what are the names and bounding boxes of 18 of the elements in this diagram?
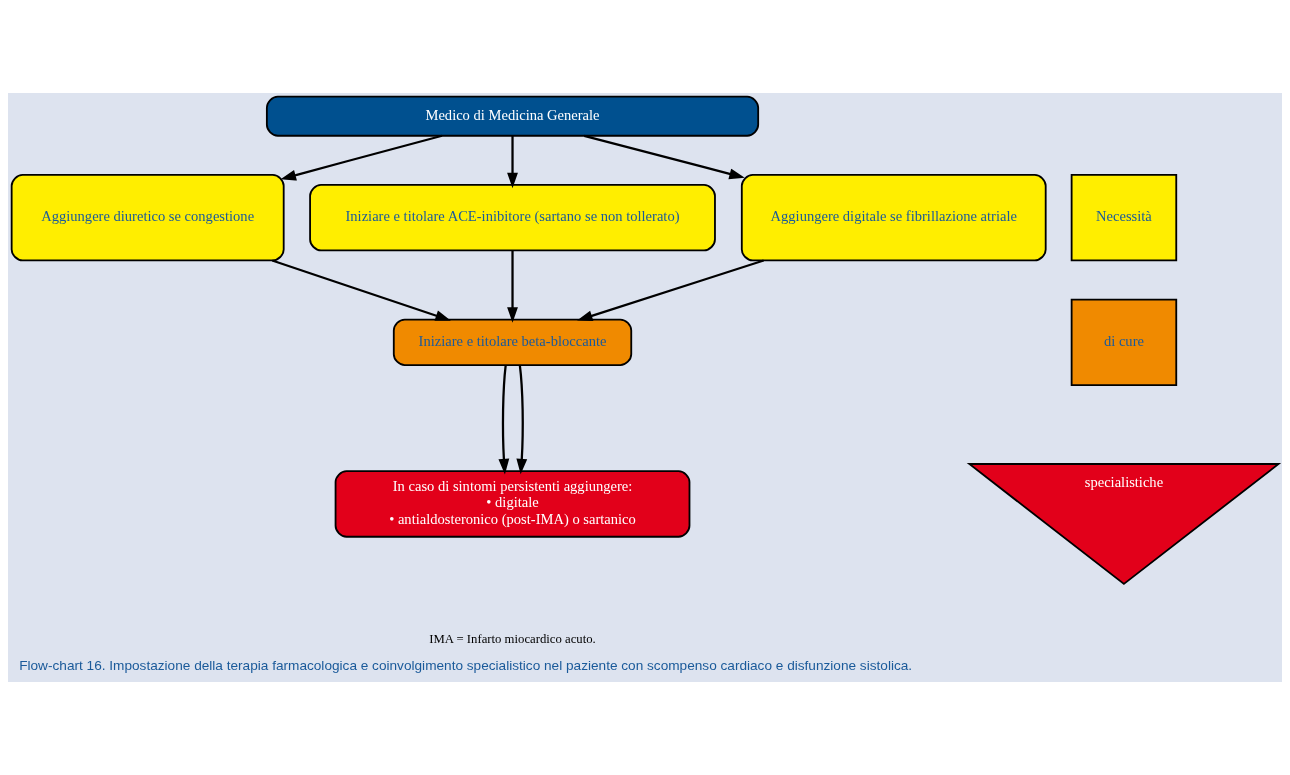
node-box: Medico di Medicina Generale	[265, 95, 760, 137]
arrow	[516, 364, 528, 475]
label: IMA = Infarto miocardico acuto.	[429, 631, 596, 646]
arrow	[498, 364, 510, 475]
node-box: Iniziare e titolare ACE-inibitore (sartano se non tollerato)	[309, 184, 716, 252]
caption: Flow-chart 16. Impostazione della terapia farmacologica e coinvolgimento specialistico nel paziente con scompenso cardiaco e disfunzione sistolica.	[19, 658, 913, 674]
node-box: Aggiungere digitale se fibrillazione atriale	[740, 174, 1047, 262]
node-box: Iniziare e titolare beta-bloccante	[392, 318, 633, 366]
arrow	[507, 135, 518, 189]
node-box: Necessità	[1070, 174, 1178, 262]
node-box: di cure	[1070, 298, 1178, 386]
arrow	[577, 259, 764, 321]
node-box: In caso di sintomi persistenti aggiungere: • digitale • antialdosteronico (post-IMA) o sartanico	[334, 470, 691, 538]
arrow	[507, 250, 518, 323]
node-box: Aggiungere diuretico se congestione	[10, 174, 285, 262]
arrow	[271, 259, 451, 321]
arrow	[583, 134, 745, 180]
arrow	[280, 134, 443, 181]
